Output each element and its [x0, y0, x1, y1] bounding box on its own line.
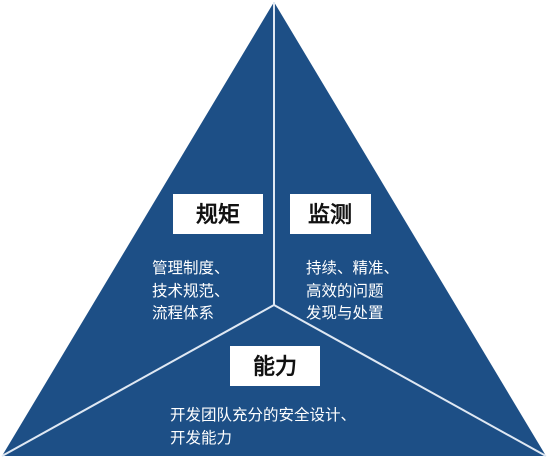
desc-right-line-2: 高效的问题	[306, 282, 384, 300]
desc-left-line-1: 管理制度、	[152, 259, 230, 277]
label-left: 规矩	[196, 202, 240, 228]
label-box-bottom	[230, 346, 320, 386]
label-box-right	[290, 194, 371, 234]
desc-right-line-1: 持续、精准、	[306, 259, 399, 277]
desc-right-line-3: 发现与处置	[306, 304, 384, 322]
label-box-left	[173, 194, 263, 234]
label-bottom: 能力	[253, 354, 297, 380]
desc-bottom-line-2: 开发能力	[170, 429, 232, 447]
section-left: 规矩 管理制度、 技术规范、 流程体系	[152, 194, 263, 322]
section-right: 监测 持续、精准、 高效的问题 发现与处置	[290, 194, 399, 322]
desc-left-line-2: 技术规范、	[152, 282, 230, 300]
section-bottom: 能力 开发团队充分的安全设计、 开发能力	[170, 346, 356, 447]
label-right: 监测	[308, 202, 352, 228]
desc-bottom-line-1: 开发团队充分的安全设计、	[170, 406, 356, 424]
divider-line-left	[1, 304, 275, 457]
desc-left-line-3: 流程体系	[152, 304, 214, 322]
divider-line-right	[273, 304, 547, 457]
